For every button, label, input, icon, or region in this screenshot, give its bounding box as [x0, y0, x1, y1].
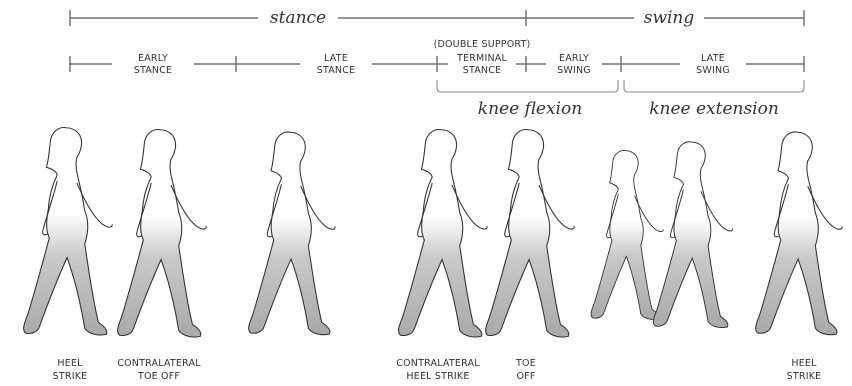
phase-double-support: (DOUBLE SUPPORT) — [434, 39, 531, 50]
cycle-timeline: stance swing — [70, 8, 804, 28]
phase-terminal-stance-line2: STANCE — [463, 65, 502, 76]
knee-flexion-brace — [437, 80, 618, 92]
event-contralateral-toe-off-line1: CONTRALATERAL — [117, 358, 201, 369]
phase-late-swing-line1: LATE — [701, 53, 725, 64]
figure-7-late-swing — [653, 142, 732, 328]
figure-2-contralateral-toe-off — [118, 130, 207, 337]
swing-label: swing — [644, 8, 695, 28]
knee-braces: knee flexion knee extension — [437, 80, 804, 119]
event-heel-strike-line1: HEEL — [57, 358, 83, 369]
figure-1-heel-strike — [24, 128, 113, 335]
figure-4-contralateral-heel-strike — [399, 130, 488, 337]
phase-early-stance-line2: STANCE — [134, 65, 173, 76]
figure-3-mid-stance — [249, 132, 336, 335]
event-heel-strike-line2: STRIKE — [53, 371, 88, 382]
event-toe-off-line2: OFF — [516, 371, 535, 382]
phase-late-stance-line2: STANCE — [317, 65, 356, 76]
figure-6-early-swing — [591, 150, 663, 319]
phase-early-swing-line2: SWING — [557, 65, 591, 76]
walking-figures — [24, 128, 843, 337]
phase-early-swing-line1: EARLY — [559, 53, 589, 64]
figure-5-toe-off — [486, 130, 575, 337]
phase-early-stance-line1: EARLY — [138, 53, 168, 64]
phase-timeline: EARLY STANCE LATE STANCE (DOUBLE SUPPORT… — [70, 39, 804, 78]
event-labels: HEEL STRIKE CONTRALATERAL TOE OFF CONTRA… — [53, 358, 822, 382]
event-heel-strike-end-line2: STRIKE — [787, 371, 822, 382]
phase-late-stance-line1: LATE — [324, 53, 348, 64]
knee-extension-brace — [624, 80, 804, 92]
phase-late-swing-line2: SWING — [696, 65, 730, 76]
event-contralateral-heel-strike-line1: CONTRALATERAL — [396, 358, 480, 369]
event-toe-off-line1: TOE — [515, 358, 536, 369]
stance-label: stance — [270, 8, 326, 28]
event-contralateral-toe-off-line2: TOE OFF — [137, 371, 180, 382]
knee-extension-label: knee extension — [649, 99, 779, 119]
figure-8-heel-strike — [756, 132, 843, 335]
event-heel-strike-end-line1: HEEL — [791, 358, 817, 369]
event-contralateral-heel-strike-line2: HEEL STRIKE — [406, 371, 469, 382]
phase-terminal-stance-line1: TERMINAL — [456, 53, 507, 64]
knee-flexion-label: knee flexion — [478, 99, 582, 119]
